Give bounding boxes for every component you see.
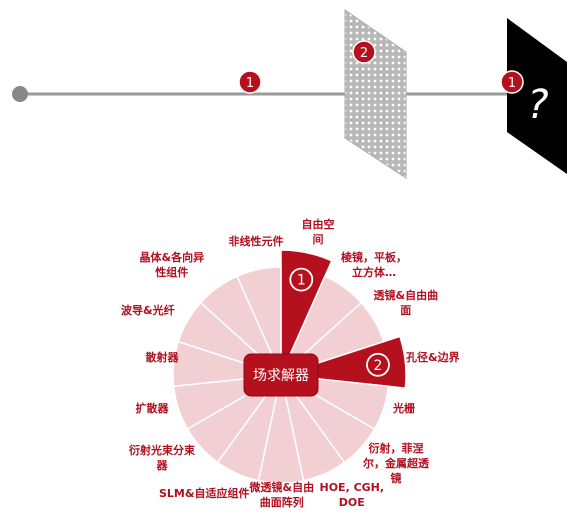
sector-label-line: 曲面阵列 <box>259 496 304 509</box>
path-badge-2: 2 <box>352 40 376 64</box>
sector-label-line: 间 <box>312 233 324 246</box>
sector-label-7: HOE, CGH, DOE <box>320 480 385 510</box>
path-badge-1: 1 <box>238 70 262 94</box>
sector-label-line: 非线性元件 <box>228 234 284 248</box>
sector-label-line: 衍射光束分束 <box>129 444 195 457</box>
sector-label-line: SLM&自适应组件 <box>159 486 250 500</box>
sector-badge-label-2: 2 <box>374 358 383 374</box>
sector-label-4: 孔径&边界 <box>406 350 460 365</box>
observation-screen: ? <box>507 18 567 174</box>
sector-label-line: DOE <box>338 496 365 509</box>
sector-label-line: 尔，金属超透 <box>363 456 429 470</box>
sector-label-1: 自由空间 <box>302 217 335 247</box>
sector-label-2: 棱镜，平板， 立方体… <box>341 250 407 280</box>
sector-label-line: 孔径&边界 <box>406 350 460 364</box>
sector-label-line: 器 <box>156 459 168 472</box>
sector-label-13: 波导&光纤 <box>121 303 175 318</box>
sector-label-line: 衍射，菲涅 <box>368 441 424 455</box>
sector-label-9: SLM&自适应组件 <box>159 486 249 501</box>
sector-label-3: 透镜&自由曲面 <box>374 288 439 318</box>
sector-label-6: 衍射，菲涅尔，金属超透镜 <box>363 441 429 486</box>
source-point <box>12 86 28 102</box>
sector-label-line: 透镜&自由曲 <box>373 289 439 302</box>
wheel-sector-15 <box>236 266 282 376</box>
question-mark: ? <box>527 82 548 128</box>
sector-label-14: 晶体&各向异性组件 <box>140 250 205 280</box>
aperture-plate <box>344 9 407 179</box>
sector-label-line: 光栅 <box>393 401 415 415</box>
sector-label-line: 散射器 <box>145 350 179 364</box>
path-badge-3-label: 1 <box>508 76 516 91</box>
path-badge-2-label: 2 <box>360 46 368 61</box>
sector-label-10: 衍射光束分束器 <box>129 443 195 473</box>
path-badge-1-label: 1 <box>246 76 254 91</box>
sector-badge-label-1: 1 <box>297 273 306 289</box>
sector-badge-2 <box>366 352 390 377</box>
sector-label-line: 镜 <box>390 471 402 485</box>
sector-label-line: 自由空 <box>301 218 335 231</box>
sector-label-12: 散射器 <box>146 350 179 365</box>
sector-label-line: 性组件 <box>155 266 189 279</box>
sector-label-8: 微透镜&自由曲面阵列 <box>250 480 315 510</box>
center-label: 场求解器 <box>253 368 309 384</box>
center-node: 场求解器 <box>243 353 319 397</box>
wheel-badges: 12 <box>289 267 390 377</box>
sector-badge-1 <box>289 267 314 292</box>
optical-path <box>12 86 530 102</box>
sector-label-11: 扩散器 <box>136 401 169 416</box>
sector-label-5: 光栅 <box>393 401 415 416</box>
sector-label-line: 棱镜，平板， <box>341 251 407 264</box>
path-badge-3: 1 <box>500 70 524 94</box>
sector-label-line: 面 <box>400 304 412 317</box>
sector-label-line: HOE, CGH, <box>319 481 385 494</box>
sector-label-line: 微透镜&自由 <box>249 481 315 494</box>
sector-label-line: 立方体… <box>352 266 396 279</box>
sector-label-line: 扩散器 <box>135 401 169 415</box>
sector-label-line: 波导&光纤 <box>121 303 175 317</box>
sector-label-15: 非线性元件 <box>229 234 284 249</box>
sector-label-line: 晶体&各向异 <box>139 251 205 264</box>
